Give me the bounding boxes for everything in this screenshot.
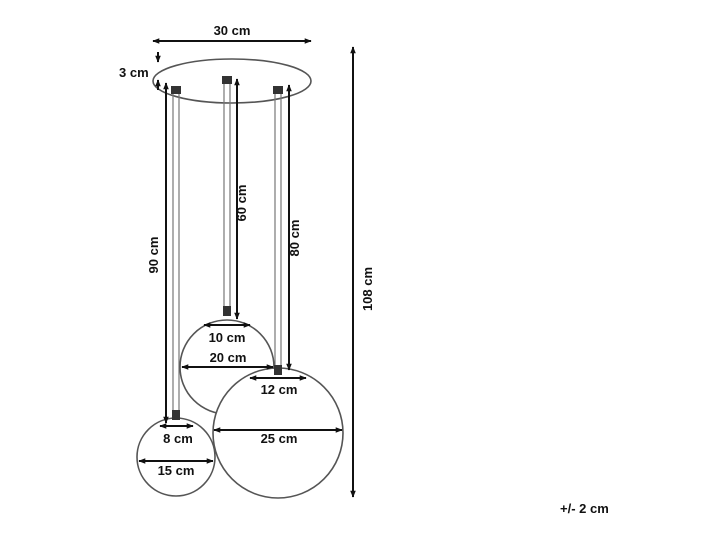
label-total-height: 108 cm (360, 267, 375, 311)
label-small-diameter: 15 cm (158, 463, 195, 478)
label-canopy-width: 30 cm (214, 23, 251, 38)
label-medium-diameter: 20 cm (210, 350, 247, 365)
label-cord-mid: 80 cm (287, 220, 302, 257)
label-canopy-height: 3 cm (119, 65, 149, 80)
cord-holders (171, 76, 283, 94)
label-large-opening: 12 cm (261, 382, 298, 397)
label-cord-long: 90 cm (146, 237, 161, 274)
label-small-opening: 8 cm (163, 431, 193, 446)
label-large-diameter: 25 cm (261, 431, 298, 446)
sockets (172, 306, 282, 420)
dimension-lines (138, 38, 356, 498)
label-cord-short: 60 cm (234, 185, 249, 222)
cords (172, 84, 282, 412)
tolerance-note: +/- 2 cm (560, 501, 609, 516)
shade-small (136, 417, 216, 497)
label-medium-opening: 10 cm (209, 330, 246, 345)
